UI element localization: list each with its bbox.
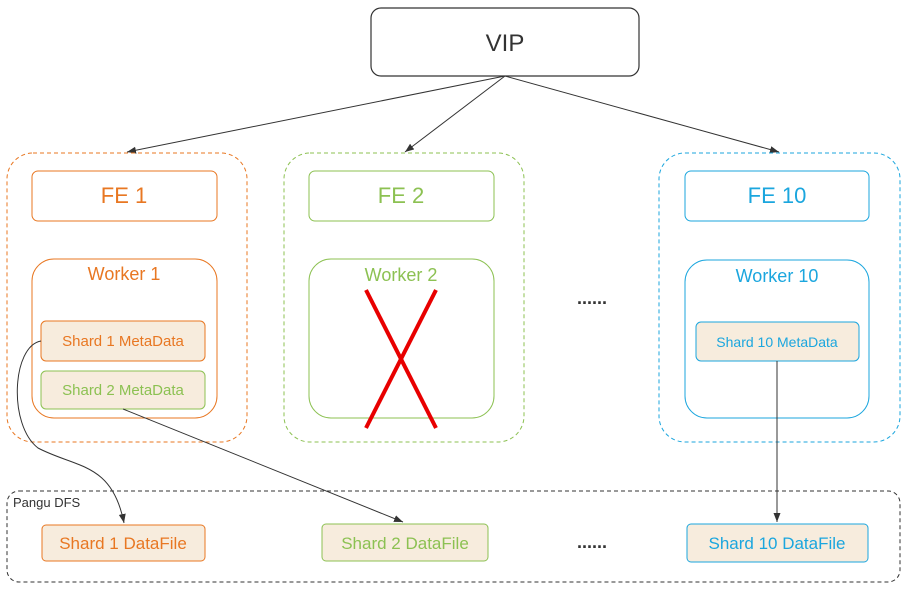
- shard-2-metadata-label: Shard 2 MetaData: [62, 382, 184, 399]
- shard-2-link-arrow: [122, 408, 404, 523]
- fe-2-box: [308, 170, 495, 222]
- vip-to-node2-arrow: [404, 75, 506, 153]
- shard-10-datafile-label: Shard 10 DataFile: [708, 534, 845, 553]
- vip-node: VIP: [370, 7, 640, 77]
- fe-1-box: [31, 170, 218, 222]
- node-2: FE 2 Worker 2: [283, 152, 525, 443]
- fe-10-box: [684, 170, 870, 222]
- vip-to-node10-arrow: [504, 75, 780, 153]
- vip-label: VIP: [486, 30, 525, 57]
- worker-2-box: [308, 258, 495, 419]
- shard-1-metadata-label: Shard 1 MetaData: [62, 333, 184, 350]
- shard-1-datafile-label: Shard 1 DataFile: [59, 534, 187, 553]
- fe-1-label: FE 1: [101, 183, 147, 208]
- node-1: FE 1 Worker 1 Shard 1 MetaData Shard 2 M…: [6, 152, 248, 443]
- node-10-container: [658, 152, 901, 443]
- node-1-container: [6, 152, 248, 443]
- shard-10-datafile-box: [686, 523, 869, 563]
- shard-1-link-arrow: [16, 340, 126, 524]
- dfs-ellipsis: ......: [577, 532, 607, 552]
- fe-10-label: FE 10: [748, 183, 807, 208]
- pangu-dfs: Pangu DFS Shard 1 DataFile Shard 2 DataF…: [6, 490, 901, 583]
- node-2-container: [283, 152, 525, 443]
- worker-2-label: Worker 2: [365, 265, 438, 285]
- failure-cross-icon: [364, 289, 438, 429]
- worker-10-label: Worker 10: [736, 266, 819, 286]
- fe-2-label: FE 2: [378, 183, 424, 208]
- shard-2-datafile-box: [321, 523, 489, 562]
- pangu-dfs-label: Pangu DFS: [13, 495, 81, 510]
- nodes-ellipsis: ......: [577, 288, 607, 308]
- worker-1-label: Worker 1: [88, 264, 161, 284]
- shard-10-metadata-label: Shard 10 MetaData: [716, 334, 838, 350]
- shard-2-datafile-label: Shard 2 DataFile: [341, 534, 469, 553]
- node-10: FE 10 Worker 10 Shard 10 MetaData: [658, 152, 901, 443]
- pangu-dfs-container: [6, 490, 901, 583]
- vip-to-node1-arrow: [126, 75, 506, 154]
- shard-1-datafile-box: [41, 524, 206, 562]
